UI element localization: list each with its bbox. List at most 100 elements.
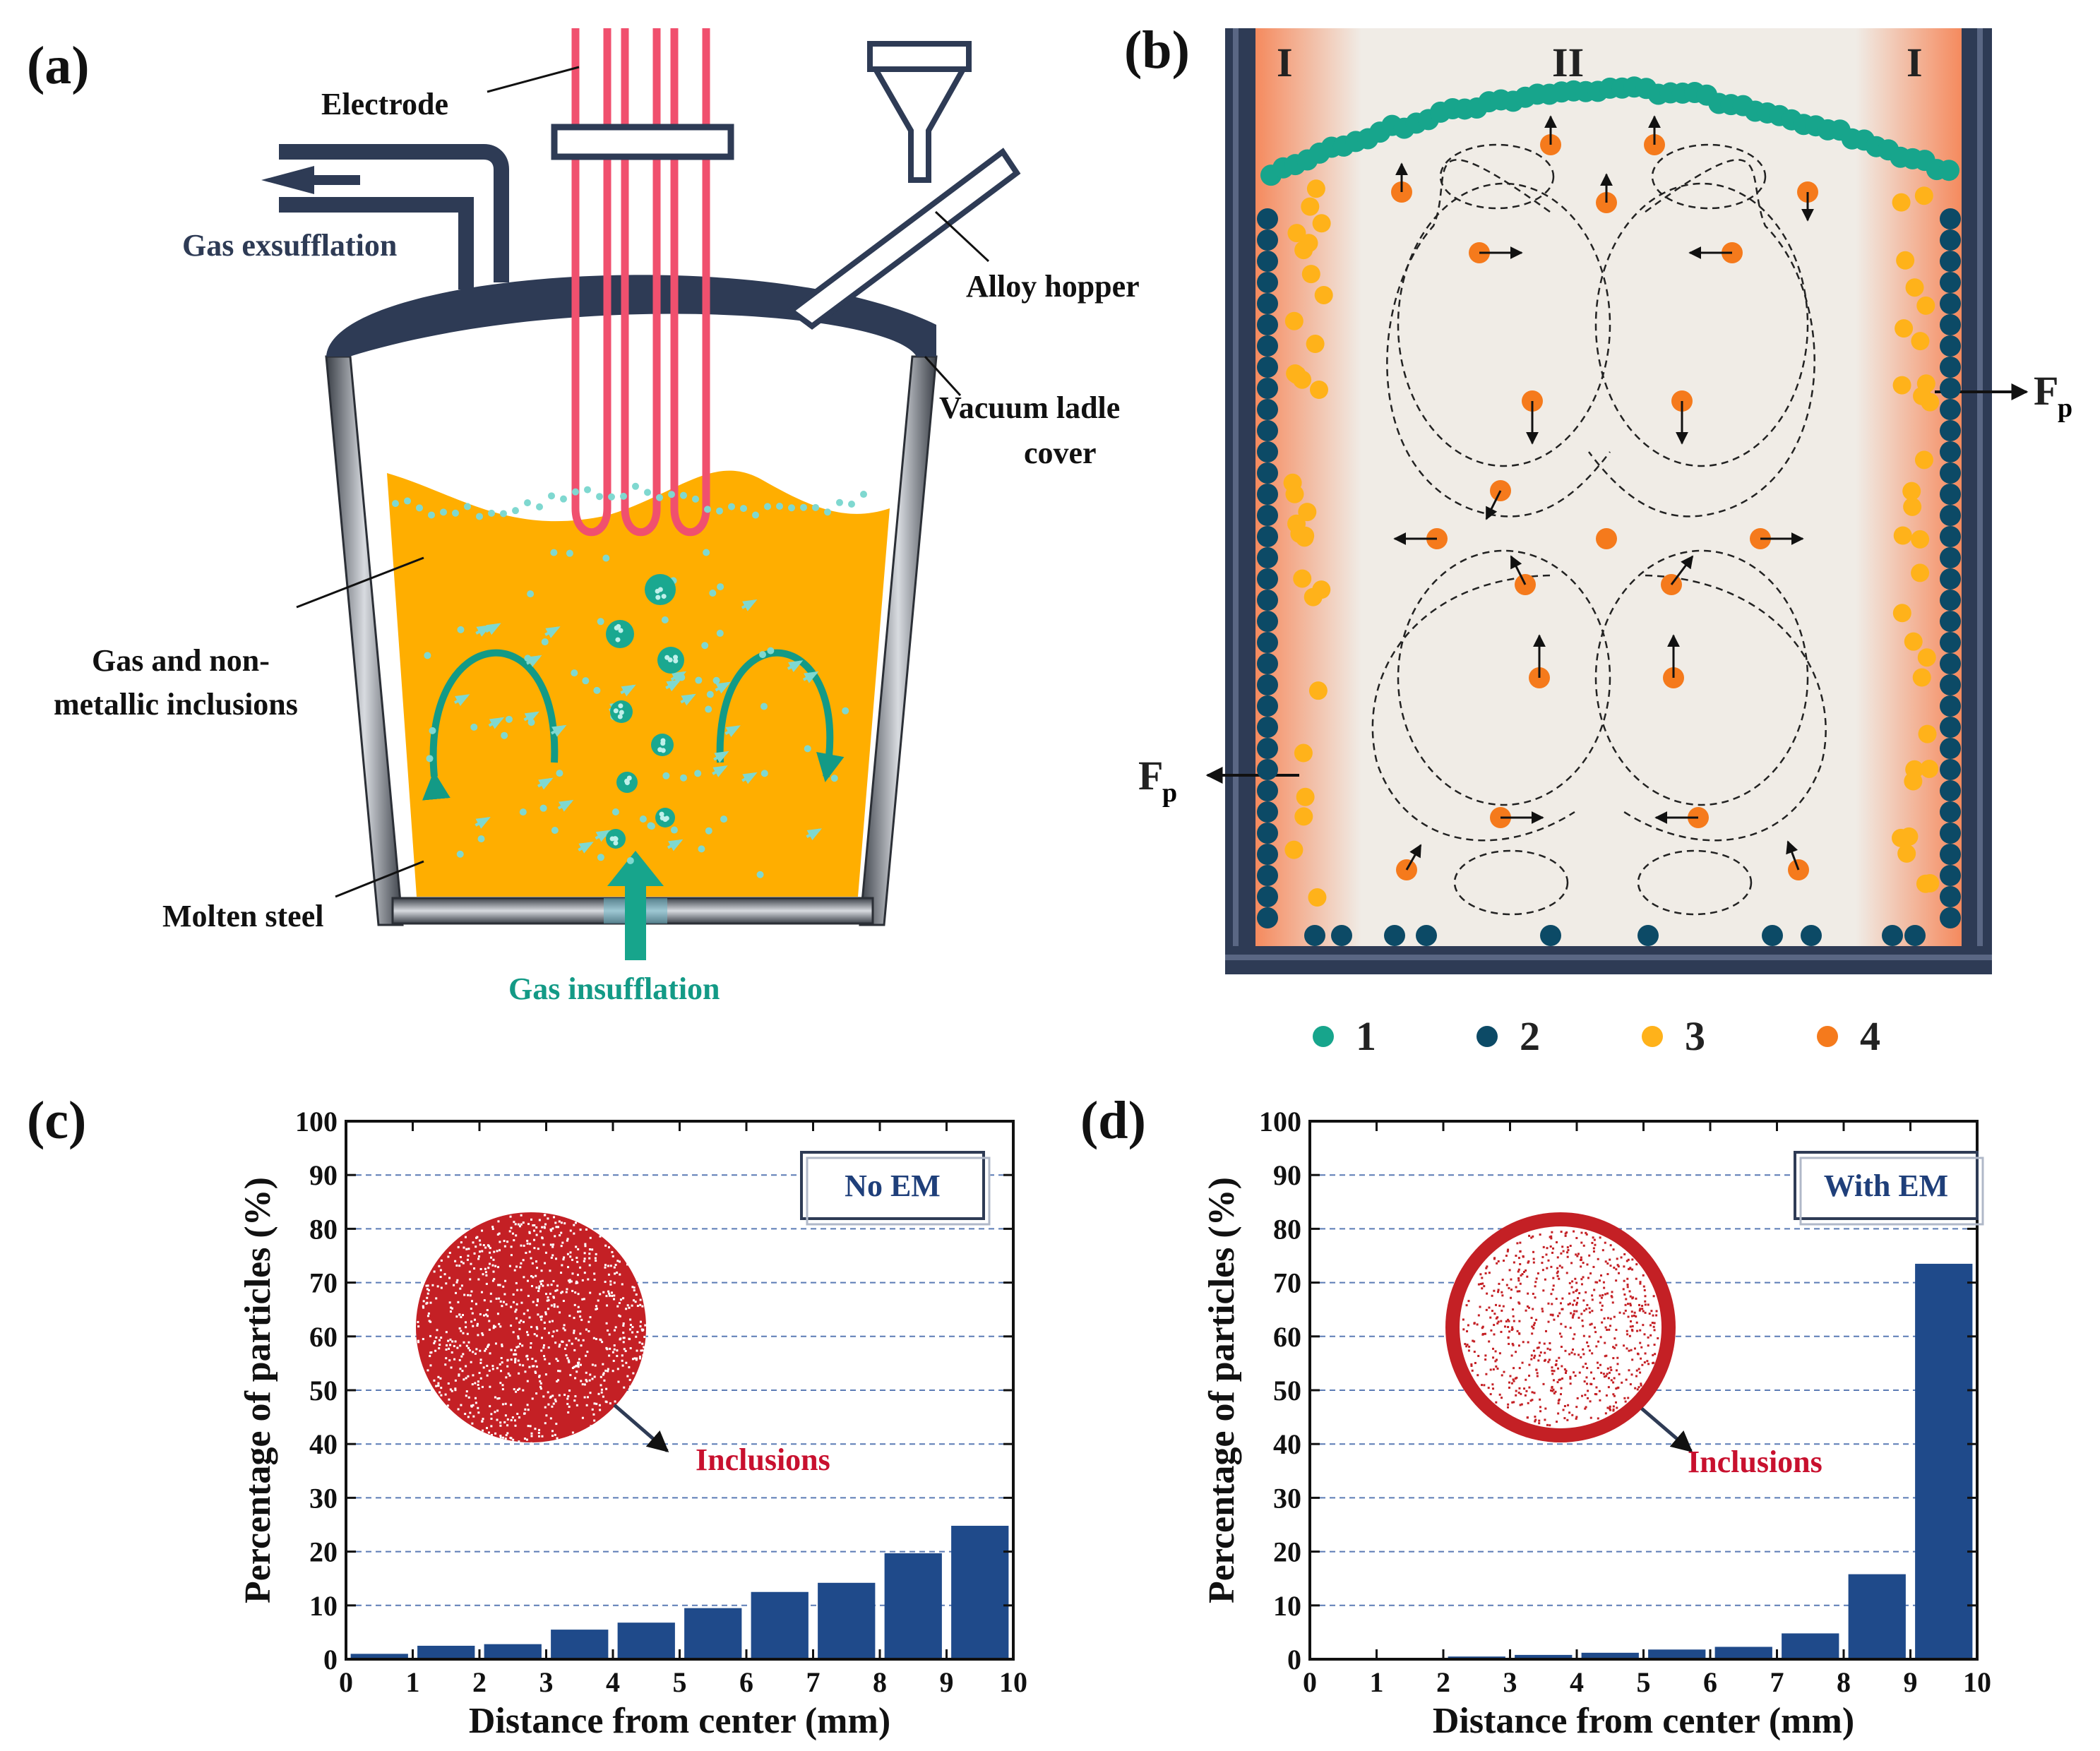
speckle-dot (1624, 1400, 1627, 1403)
speckle-dot (547, 1299, 550, 1302)
speckle-dot (614, 1264, 617, 1267)
x-tick-label: 2 (1436, 1666, 1450, 1698)
surface-inclusion (644, 489, 651, 496)
speckle-dot (544, 1422, 547, 1425)
speckle-dot (467, 1248, 470, 1250)
speckle-dot (1559, 1378, 1562, 1381)
speckle-dot (1517, 1277, 1520, 1279)
speckle-dot (1551, 1369, 1553, 1372)
particle-type-2 (1940, 272, 1961, 293)
speckle-dot (616, 1355, 619, 1358)
speckle-dot (467, 1341, 470, 1344)
speckle-dot (550, 1256, 553, 1259)
speckle-dot (506, 1241, 509, 1243)
particle-type-2 (1940, 844, 1961, 865)
speckle-dot (1465, 1304, 1468, 1307)
speckle-dot (1493, 1333, 1496, 1336)
speckle-dot (463, 1293, 466, 1296)
surface-inclusion (800, 503, 807, 511)
speckle-dot (479, 1313, 482, 1315)
speckle-dot (532, 1276, 535, 1279)
particle-type-3 (1916, 374, 1935, 393)
speckle-dot (1598, 1279, 1601, 1282)
speckle-dot (1531, 1332, 1534, 1335)
speckle-dot (597, 1299, 599, 1302)
speckle-dot (579, 1332, 582, 1335)
speckle-dot (1602, 1373, 1605, 1375)
particle-type-2 (1940, 611, 1961, 632)
surface-inclusion (716, 507, 723, 515)
speckle-dot (1612, 1248, 1615, 1251)
speckle-dot (523, 1438, 526, 1440)
speckle-dot (434, 1340, 436, 1343)
speckle-dot (474, 1397, 477, 1399)
particle-type-3 (1903, 497, 1922, 516)
particle-type-2 (1257, 251, 1278, 272)
speckle-dot (547, 1296, 549, 1299)
speckle-dot (455, 1315, 458, 1318)
speckle-dot (575, 1245, 578, 1248)
speckle-dot (1560, 1335, 1563, 1338)
speckle-dot (1636, 1329, 1639, 1332)
speckle-dot (542, 1346, 545, 1349)
x-tick-label: 7 (1770, 1666, 1784, 1698)
speckle-dot (1552, 1277, 1555, 1279)
speckle-dot (526, 1239, 529, 1242)
speckle-dot (1518, 1387, 1521, 1390)
speckle-dot (482, 1244, 485, 1247)
speckle-dot (1575, 1289, 1577, 1292)
speckle-dot (1560, 1346, 1563, 1349)
speckle-dot (1639, 1371, 1642, 1374)
speckle-dot (1503, 1260, 1505, 1262)
speckle-dot (602, 1291, 605, 1293)
speckle-dot (573, 1332, 575, 1334)
speckle-dot (1615, 1401, 1618, 1404)
speckle-dot (619, 1273, 621, 1276)
speckle-dot (532, 1224, 535, 1226)
speckle-dot (1462, 1328, 1465, 1331)
speckle-dot (1539, 1398, 1541, 1401)
speckle-dot (1647, 1336, 1649, 1339)
speckle-dot (1485, 1267, 1488, 1269)
speckle-dot (616, 1271, 619, 1274)
speckle-dot (1630, 1310, 1633, 1313)
speckle-dot (1604, 1412, 1607, 1415)
speckle-dot (443, 1273, 446, 1276)
speckle-dot (479, 1361, 482, 1364)
y-tick-label: 90 (1273, 1159, 1301, 1191)
speckle-dot (1502, 1305, 1505, 1308)
speckle-dot (1611, 1291, 1613, 1293)
speckle-dot (470, 1320, 473, 1323)
surface-inclusion (824, 508, 831, 516)
speckle-dot (1572, 1303, 1575, 1306)
inclusion-motion-arrow (806, 828, 822, 840)
particle-type-3 (1312, 580, 1331, 599)
speckle-dot (1573, 1333, 1576, 1336)
speckle-dot (589, 1392, 592, 1394)
particle-type-2 (1257, 738, 1278, 759)
surface-inclusion (488, 509, 495, 517)
speckle-dot (1488, 1306, 1491, 1309)
speckle-dot (456, 1346, 459, 1349)
speckle-dot (1599, 1236, 1601, 1239)
speckle-dot (503, 1421, 506, 1423)
surface-inclusion (524, 499, 531, 507)
speckle-dot (1633, 1314, 1635, 1317)
speckle-dot (465, 1321, 467, 1324)
speckle-dot (1550, 1237, 1553, 1240)
speckle-dot (440, 1387, 443, 1390)
speckle-dot (515, 1281, 518, 1284)
speckle-dot (638, 1355, 641, 1358)
speckle-dot (563, 1256, 566, 1259)
speckle-dot (532, 1238, 535, 1241)
speckle-dot (1631, 1268, 1634, 1271)
speckle-dot (593, 1278, 596, 1281)
speckle-dot (522, 1221, 525, 1224)
speckle-dot (568, 1405, 571, 1408)
speckle-dot (508, 1374, 511, 1377)
speckle-dot (1532, 1308, 1534, 1310)
speckle-dot (1591, 1294, 1594, 1297)
speckle-dot (1519, 1404, 1522, 1406)
speckle-dot (467, 1346, 470, 1349)
speckle-dot (1587, 1277, 1590, 1279)
